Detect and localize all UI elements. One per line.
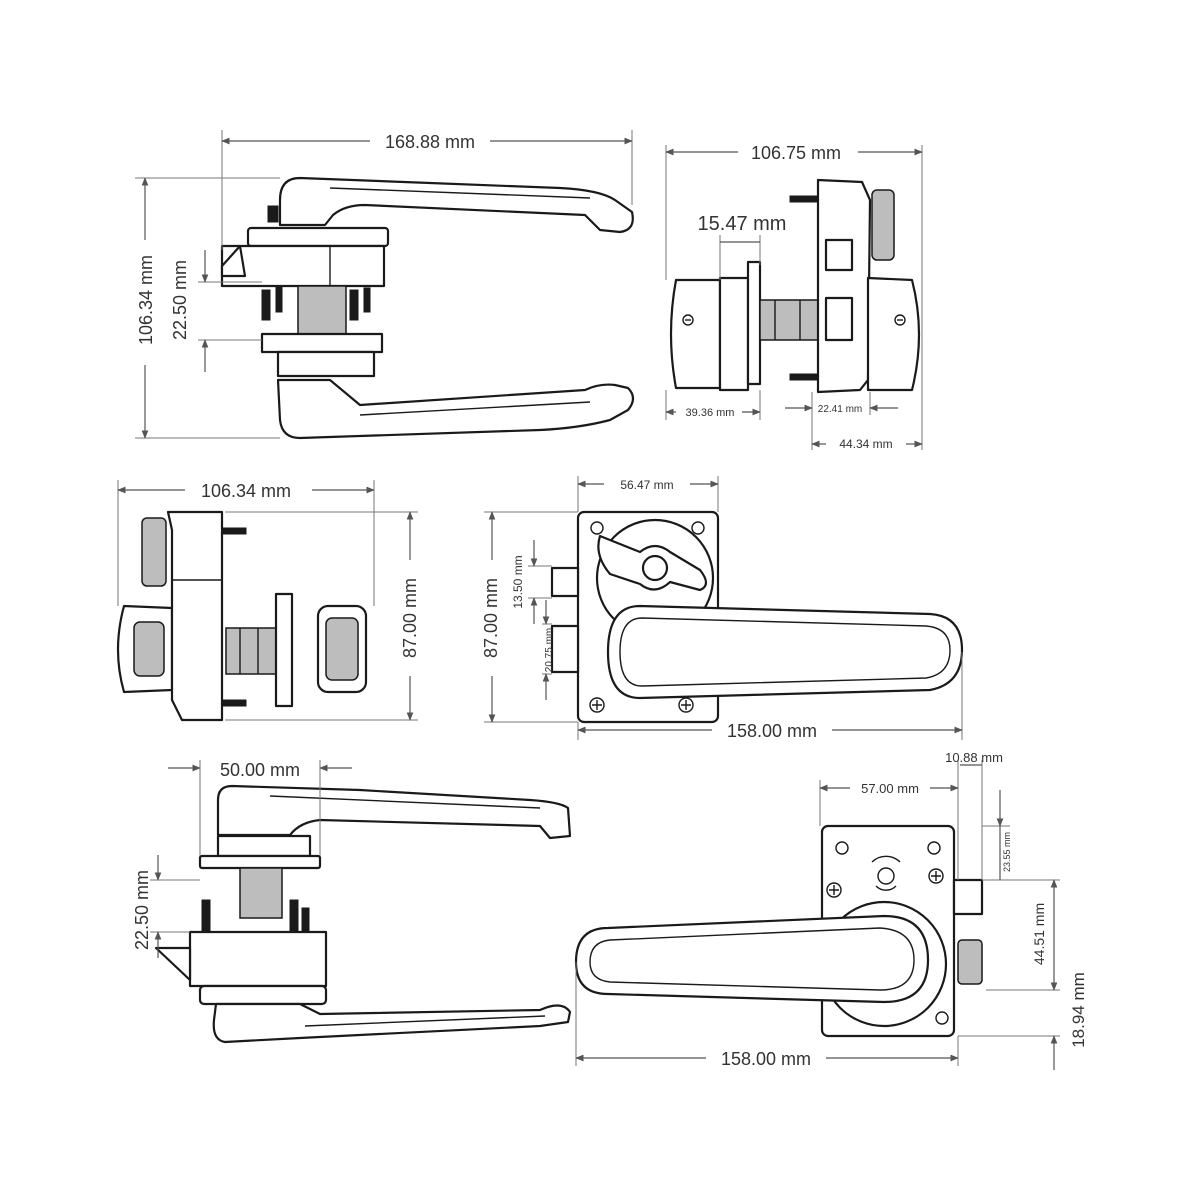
dim-50-00: 50.00 mm: [220, 760, 300, 780]
lock-body-b: [154, 930, 328, 1006]
dimension-lines-view2: [665, 145, 923, 450]
view-top-left-side: 168.88 mm 106.34 mm 22.50 mm: [135, 130, 635, 440]
dim-20-75: 20.75 mm: [544, 628, 555, 672]
dim-87-00-view4: 87.00 mm: [481, 578, 501, 658]
spindle: [261, 285, 371, 335]
dimension-lines-view3: [117, 480, 418, 721]
dim-23-55: 23.55 mm: [1002, 832, 1012, 872]
spindle-core: [759, 299, 819, 341]
dim-10-88: 10.88 mm: [945, 750, 1003, 765]
view-bottom-left-side: 50.00 mm 22.50 mm: [132, 760, 572, 1044]
keyhole-indicator: [871, 855, 901, 891]
upper-rose: [220, 205, 390, 288]
latch-bolts: [550, 566, 580, 674]
upper-lever: [278, 176, 634, 234]
upper-rose-b: [198, 834, 322, 870]
lever-handle-face-b: [574, 914, 930, 1004]
dim-57-00: 57.00 mm: [861, 781, 919, 796]
dimension-lines-view6: [575, 760, 1060, 1070]
lower-lever: [276, 378, 635, 440]
spindle-mid: [225, 592, 294, 708]
lock-body-side: [789, 178, 895, 394]
dim-106-34-horizontal: 106.34 mm: [201, 481, 291, 501]
dim-56-47: 56.47 mm: [620, 478, 673, 492]
dimension-lines-view5: [150, 760, 352, 958]
upper-lever-b: [216, 784, 572, 840]
lock-body-top: [141, 510, 247, 722]
spindle-b: [201, 867, 310, 933]
dim-22-50-view1: 22.50 mm: [170, 260, 190, 340]
dim-106-75: 106.75 mm: [751, 143, 841, 163]
dim-168-88: 168.88 mm: [385, 132, 475, 152]
dim-44-51: 44.51 mm: [1031, 903, 1047, 965]
dim-158-00-view6: 158.00 mm: [721, 1049, 811, 1069]
dim-158-00-view4: 158.00 mm: [727, 721, 817, 741]
view-middle-right-face: 56.47 mm 87.00 mm 13.50 mm 20.75 mm 158.…: [481, 476, 964, 741]
dim-106-34-vertical: 106.34 mm: [136, 255, 156, 345]
view-bottom-right-face: 10.88 mm 57.00 mm 23.55 mm 44.51 mm 18.9…: [574, 750, 1088, 1070]
view-middle-left-top: 106.34 mm 87.00 mm: [116, 480, 420, 722]
latch-bolts-b: [952, 878, 984, 985]
knob-left: [116, 604, 174, 694]
dim-15-47: 15.47 mm: [698, 213, 787, 235]
dim-39-36: 39.36 mm: [686, 407, 735, 419]
dim-22-41: 22.41 mm: [818, 404, 862, 415]
lower-lever-b: [212, 1002, 572, 1044]
left-handle-end: [669, 260, 762, 392]
view-top-right-front: 106.75 mm 15.47 mm 39.36 mm 22.41 mm 44.…: [665, 143, 923, 451]
dim-13-50: 13.50 mm: [511, 555, 525, 608]
dimension-lines-view1: [135, 130, 633, 439]
dim-18-94: 18.94 mm: [1069, 972, 1088, 1048]
lower-rose: [260, 332, 384, 378]
dim-22-50-view5: 22.50 mm: [132, 870, 152, 950]
right-handle-end: [866, 276, 921, 392]
dim-87-00-view3: 87.00 mm: [400, 578, 420, 658]
lever-handle-face: [606, 604, 964, 700]
dimension-lines-view4: [484, 476, 963, 740]
dim-44-34: 44.34 mm: [839, 437, 892, 451]
knob-right: [316, 604, 368, 694]
